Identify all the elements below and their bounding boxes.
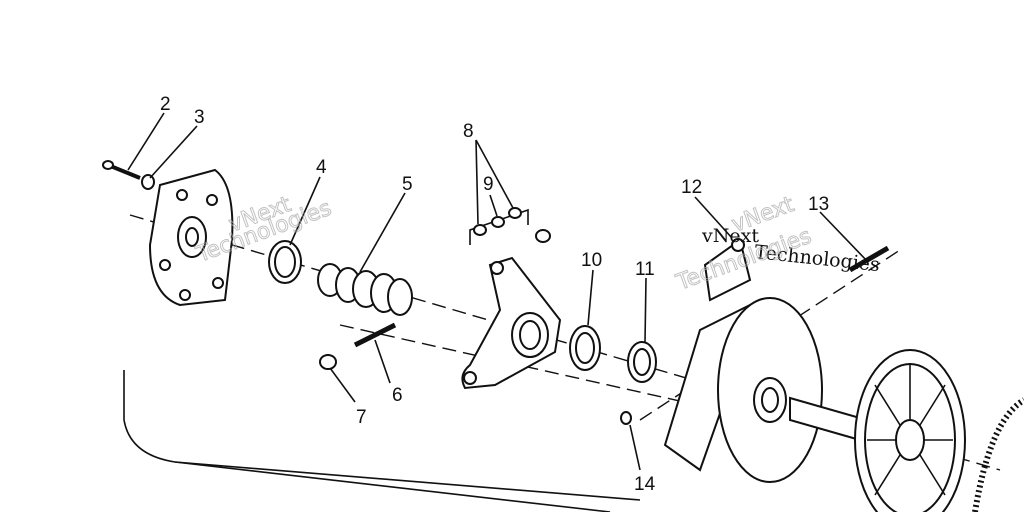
roller-pin-part — [848, 245, 890, 273]
pin-part — [353, 322, 397, 348]
callout-2: 2 — [160, 94, 171, 115]
svg-text:vNext: vNext — [701, 225, 759, 247]
small-nut-part — [620, 411, 632, 425]
spring-part — [317, 263, 413, 316]
callout-4: 4 — [316, 157, 327, 178]
spider-arm-part — [461, 256, 562, 390]
thrust-ring-part — [569, 325, 601, 371]
callout-11: 11 — [635, 259, 655, 280]
ring-gear-part — [972, 397, 1024, 512]
bolt-part — [102, 160, 141, 180]
movable-sheave-part — [663, 297, 823, 483]
washer-set-part — [469, 207, 551, 245]
callout-13: 13 — [808, 194, 829, 215]
cover-plate-part — [148, 168, 234, 307]
nut-part — [319, 354, 337, 370]
callout-8: 8 — [463, 121, 474, 142]
sleeve-bushing-part — [627, 341, 657, 383]
bushing-ring-part — [268, 240, 302, 284]
callout-3: 3 — [194, 107, 205, 128]
fixed-sheave-part — [854, 349, 966, 512]
callout-10: 10 — [581, 250, 602, 271]
callout-12: 12 — [681, 177, 702, 198]
callout-5: 5 — [402, 174, 413, 195]
bracket-part — [703, 238, 752, 302]
callout-6: 6 — [392, 385, 403, 406]
callout-7: 7 — [356, 407, 367, 428]
callout-14: 14 — [634, 474, 656, 495]
callout-9: 9 — [483, 174, 494, 195]
housing-edge — [174, 461, 611, 512]
housing-outline — [123, 370, 641, 501]
washer-part — [141, 174, 155, 190]
secondary-axis-line — [339, 324, 721, 411]
leader-lines — [127, 112, 869, 471]
